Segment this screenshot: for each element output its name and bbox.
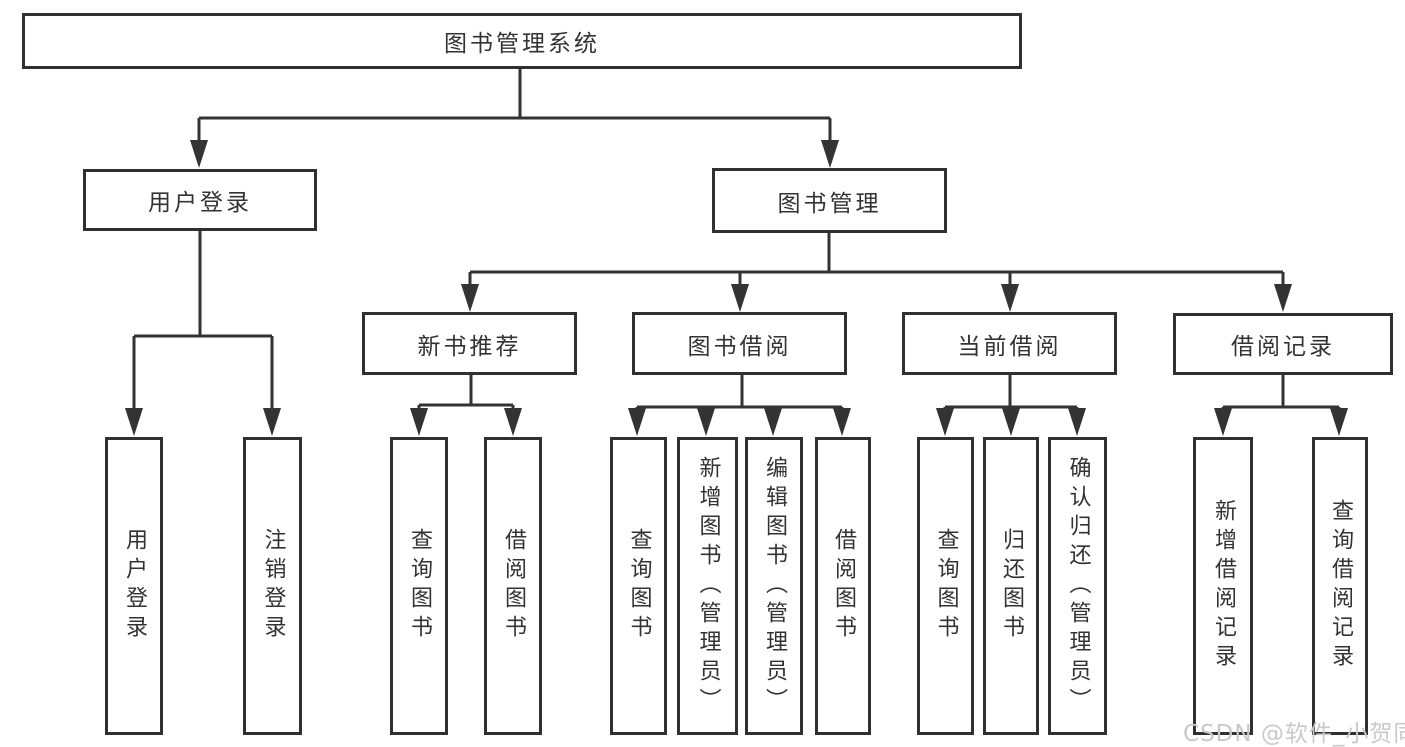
node-label: 借阅记录 (1231, 334, 1335, 360)
leaf-confirm-return-admin: 确认归还（管理员） (1048, 437, 1107, 735)
csdn-watermark: CSDN @软件_小贺同学 (1183, 721, 1405, 747)
node-book-management: 图书管理 (712, 168, 947, 233)
node-book-borrowing: 图书借阅 (632, 312, 847, 375)
node-label: 确认归还（管理员） (1065, 455, 1091, 717)
node-label: 用户登录 (148, 190, 252, 216)
node-user-login: 用户登录 (83, 169, 317, 231)
node-label: 查询借阅记录 (1328, 499, 1353, 673)
node-label: 借阅图书 (831, 528, 856, 644)
node-label: 图书借阅 (687, 333, 792, 360)
leaf-borrow-books-recommend: 借阅图书 (484, 437, 542, 735)
leaf-return-books: 归还图书 (983, 437, 1039, 735)
leaf-logout: 注销登录 (243, 437, 302, 735)
leaf-query-books-recommend: 查询图书 (390, 437, 448, 735)
leaf-user-login: 用户登录 (105, 437, 163, 735)
leaf-edit-books-admin: 编辑图书（管理员） (745, 437, 803, 735)
node-new-book-recommend: 新书推荐 (362, 312, 577, 375)
node-borrow-records: 借阅记录 (1173, 313, 1393, 375)
node-label: 归还图书 (999, 528, 1024, 644)
node-label: 编辑图书（管理员） (762, 455, 787, 717)
node-label: 新增借阅记录 (1211, 499, 1236, 673)
leaf-borrow-books: 借阅图书 (815, 437, 871, 735)
node-library-management-system: 图书管理系统 (22, 13, 1022, 69)
node-label: 借阅图书 (501, 528, 526, 644)
node-label: 新书推荐 (417, 333, 522, 360)
node-label: 注销登录 (260, 528, 286, 644)
leaf-query-books-borrowing: 查询图书 (610, 437, 667, 735)
leaf-add-books-admin: 新增图书（管理员） (677, 437, 738, 735)
leaf-query-borrow-record: 查询借阅记录 (1312, 437, 1368, 735)
leaf-query-books-current: 查询图书 (917, 437, 974, 735)
node-label: 查询图书 (626, 528, 652, 644)
node-current-borrowing: 当前借阅 (902, 312, 1117, 375)
node-label: 新增图书（管理员） (695, 455, 721, 717)
node-label: 图书管理 (777, 190, 882, 217)
node-label: 用户登录 (122, 528, 147, 644)
node-label: 查询图书 (933, 528, 959, 644)
node-label: 图书管理系统 (444, 31, 600, 57)
leaf-add-borrow-record: 新增借阅记录 (1193, 437, 1253, 735)
node-label: 当前借阅 (957, 333, 1062, 360)
node-label: 查询图书 (407, 528, 432, 644)
